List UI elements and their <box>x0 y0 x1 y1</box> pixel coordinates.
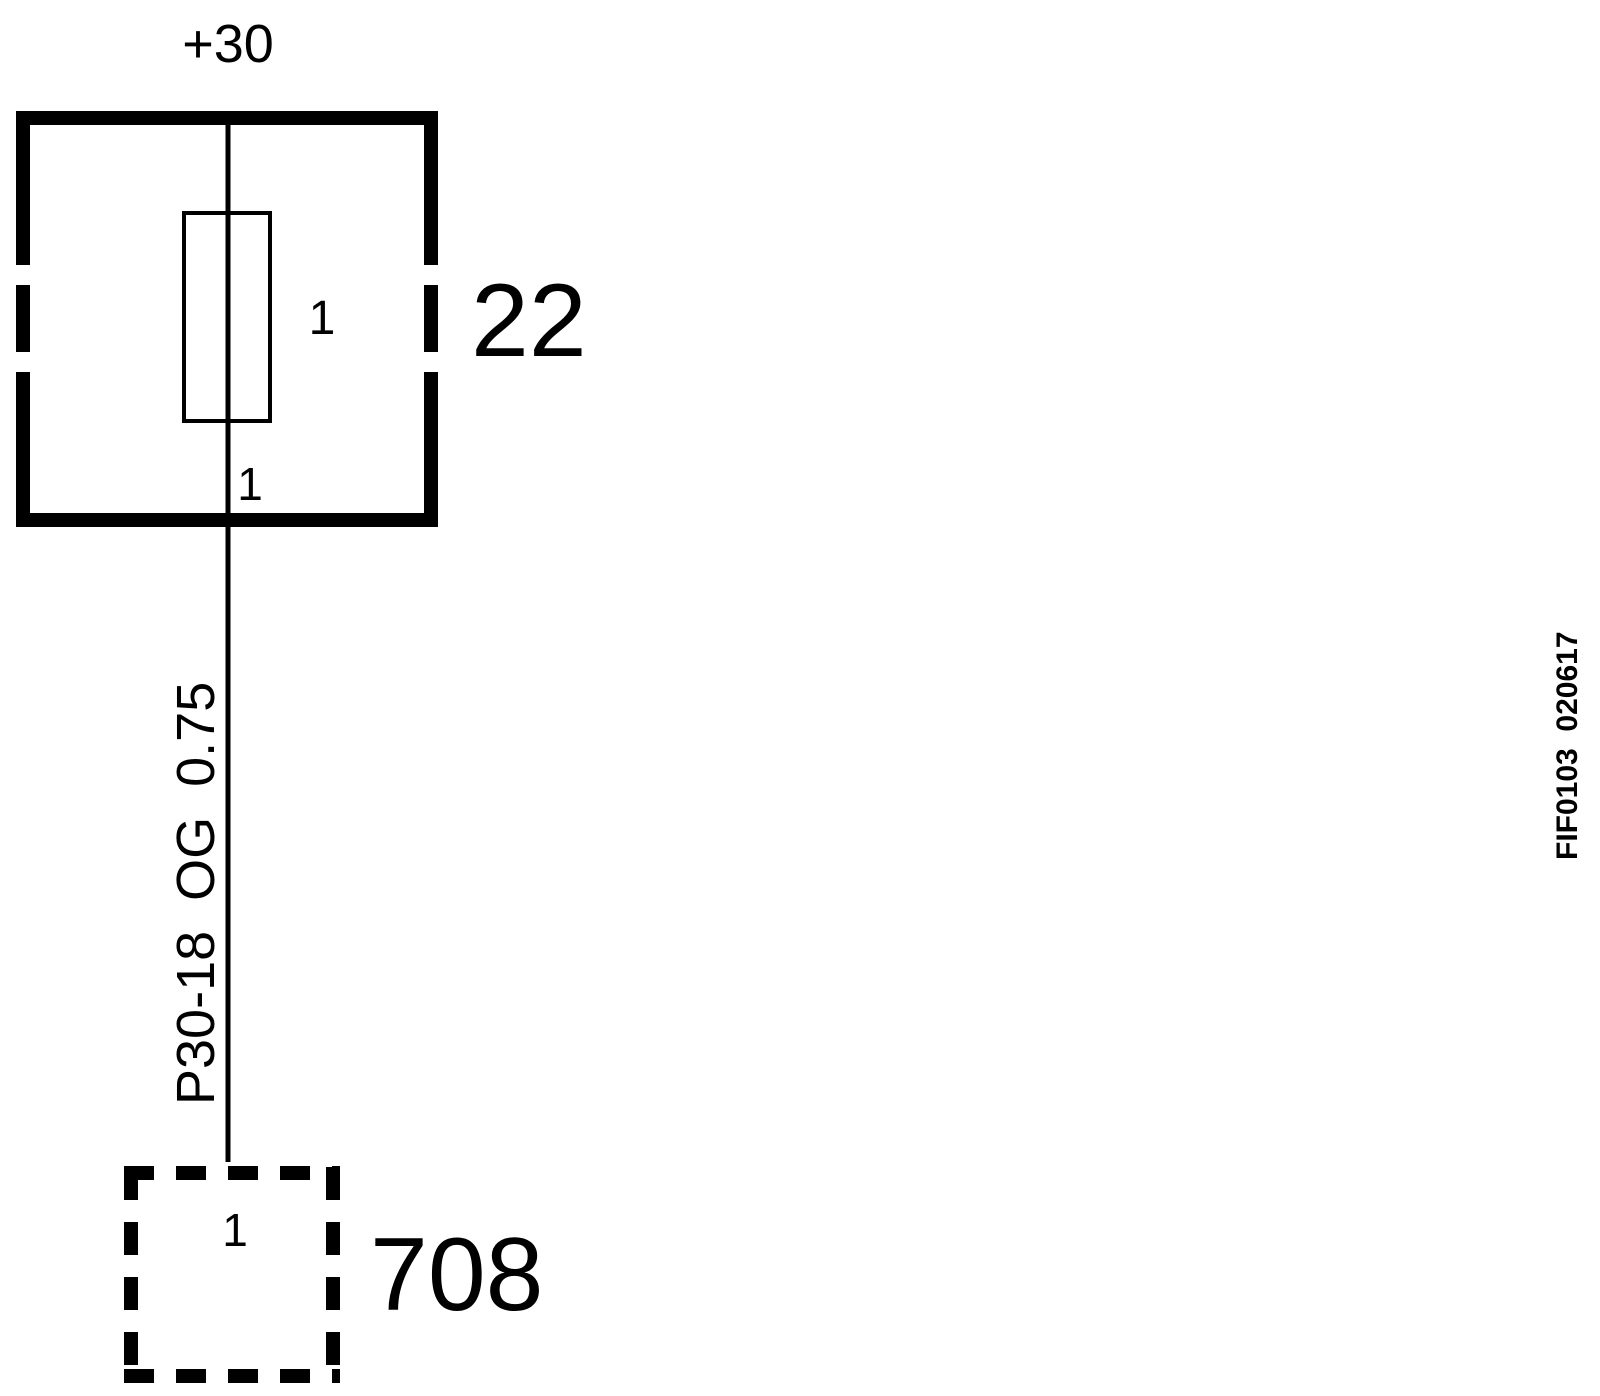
figure-id: FIF0103 020617 <box>1551 631 1584 860</box>
fuse-box-pin-label: 1 <box>237 458 263 510</box>
component-pin-label: 1 <box>222 1204 248 1256</box>
fuse-box-ref: 22 <box>471 263 587 379</box>
component-708-outline <box>124 1166 340 1383</box>
wire-label: P30-18 OG 0.75 <box>166 682 226 1105</box>
supply-label: +30 <box>182 14 274 74</box>
fuse-number: 1 <box>309 292 336 345</box>
component-ref: 708 <box>370 1217 544 1333</box>
fuse-box-22 <box>16 111 438 527</box>
